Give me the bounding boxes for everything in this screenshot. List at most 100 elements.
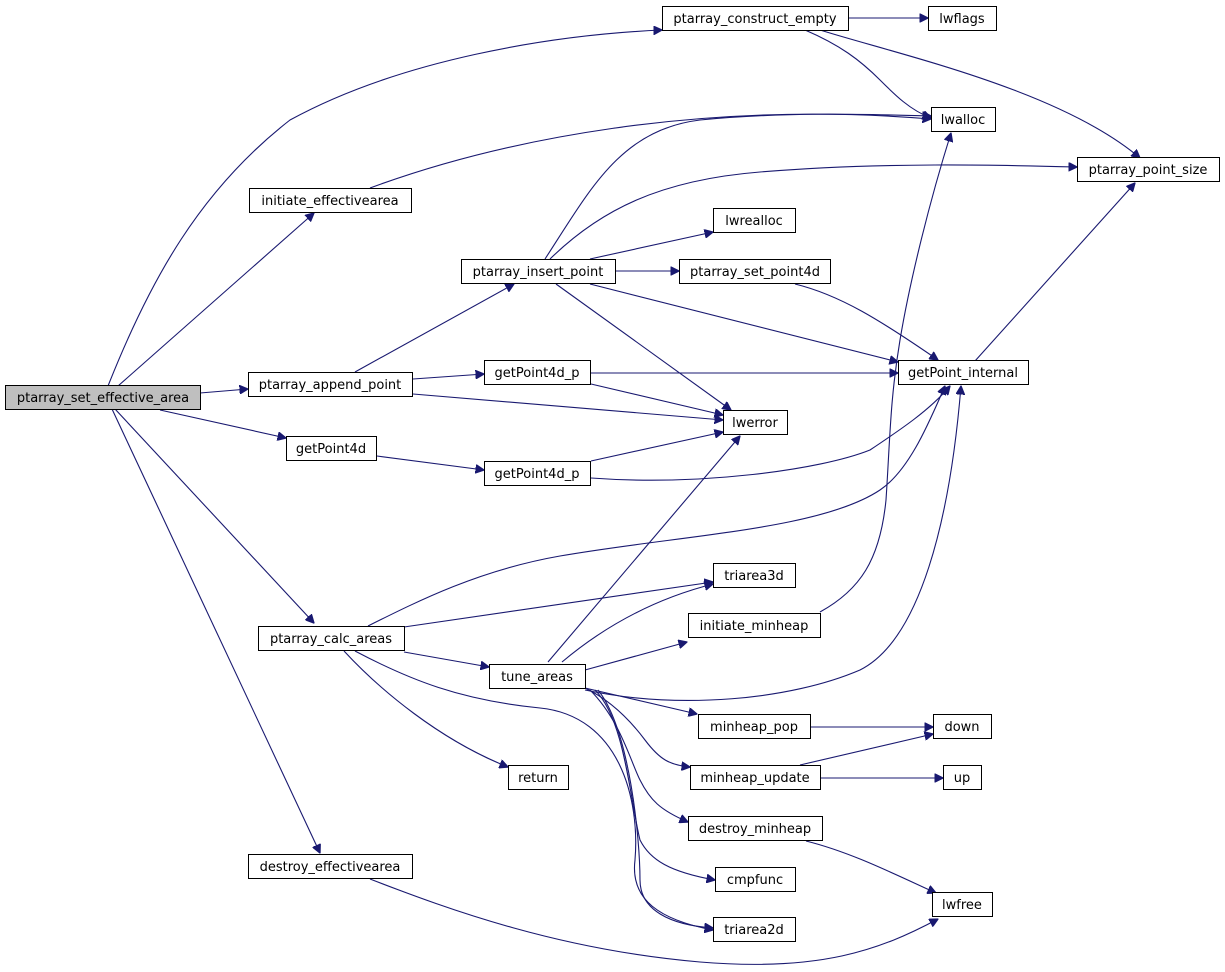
node-label: initiate_minheap bbox=[700, 619, 809, 634]
node-label: cmpfunc bbox=[727, 873, 783, 888]
edges bbox=[107, 18, 1140, 965]
edge-insert-point-to-lwerror bbox=[555, 283, 731, 410]
node-triarea2d[interactable]: triarea2d bbox=[713, 917, 796, 942]
edge-tune-areas-to-getpoint-internal bbox=[584, 386, 961, 701]
node-getpoint4d-p-upper[interactable]: getPoint4d_p bbox=[484, 360, 591, 385]
edge-insert-point-to-getpoint-internal bbox=[589, 283, 898, 362]
node-lwflags[interactable]: lwflags bbox=[928, 6, 997, 31]
node-label: ptarray_append_point bbox=[259, 378, 402, 393]
edge-insert-point-to-lwrealloc bbox=[589, 232, 713, 260]
node-lwfree[interactable]: lwfree bbox=[932, 892, 993, 917]
node-ptarray-point-size[interactable]: ptarray_point_size bbox=[1077, 157, 1220, 182]
node-label: ptarray_point_size bbox=[1089, 163, 1208, 178]
node-label: return bbox=[518, 771, 558, 786]
node-label: destroy_effectivearea bbox=[260, 860, 401, 875]
edge-calc-areas-to-return bbox=[343, 650, 508, 767]
node-label: up bbox=[954, 771, 971, 786]
node-ptarray-construct-empty[interactable]: ptarray_construct_empty bbox=[662, 6, 849, 31]
node-cmpfunc[interactable]: cmpfunc bbox=[715, 867, 796, 892]
node-minheap-update[interactable]: minheap_update bbox=[690, 765, 821, 790]
node-return[interactable]: return bbox=[508, 765, 569, 790]
node-ptarray-append-point[interactable]: ptarray_append_point bbox=[248, 372, 413, 397]
edge-tune-areas-to-lwerror bbox=[547, 436, 740, 663]
node-label: ptarray_set_point4d bbox=[690, 265, 820, 280]
node-ptarray-calc-areas[interactable]: ptarray_calc_areas bbox=[258, 626, 405, 651]
edge-calc-areas-to-tune-areas bbox=[403, 651, 489, 667]
node-up[interactable]: up bbox=[943, 765, 982, 790]
node-getpoint-internal[interactable]: getPoint_internal bbox=[898, 360, 1029, 385]
node-label: ptarray_set_effective_area bbox=[17, 391, 189, 406]
edge-set-effective-area-to-getpoint4d bbox=[159, 409, 286, 438]
node-ptarray-set-effective-area[interactable]: ptarray_set_effective_area bbox=[5, 385, 201, 410]
edge-set-effective-area-to-construct-empty bbox=[107, 30, 662, 387]
node-label: ptarray_calc_areas bbox=[270, 632, 392, 647]
node-label: lwflags bbox=[939, 12, 985, 27]
edge-initiate-effectivearea-to-lwalloc bbox=[369, 113, 931, 189]
node-label: lwrealloc bbox=[725, 214, 783, 229]
node-lwerror[interactable]: lwerror bbox=[723, 410, 788, 435]
node-getpoint4d-p-lower[interactable]: getPoint4d_p bbox=[484, 461, 591, 486]
node-triarea3d[interactable]: triarea3d bbox=[713, 563, 796, 588]
edge-initiate-minheap-to-lwalloc bbox=[819, 133, 951, 613]
node-label: minheap_update bbox=[700, 771, 809, 786]
node-tune-areas[interactable]: tune_areas bbox=[489, 664, 586, 689]
node-label: getPoint_internal bbox=[908, 366, 1018, 381]
edge-destroy-minheap-to-lwfree bbox=[805, 840, 936, 893]
node-label: getPoint4d bbox=[296, 442, 366, 457]
edge-getpoint4d-p2-to-getpoint-internal bbox=[590, 386, 950, 481]
edge-tune-areas-to-triarea3d bbox=[561, 584, 713, 663]
node-initiate-minheap[interactable]: initiate_minheap bbox=[688, 613, 821, 638]
node-label: lwerror bbox=[732, 416, 778, 431]
node-destroy-minheap[interactable]: destroy_minheap bbox=[688, 816, 823, 841]
edge-set-effective-area-to-destroy-effectivearea bbox=[111, 408, 320, 853]
edge-tune-areas-to-initiate-minheap bbox=[584, 642, 687, 671]
edge-set-effective-area-to-append-point bbox=[199, 389, 248, 393]
node-label: ptarray_construct_empty bbox=[673, 12, 836, 27]
edge-insert-point-to-point-size bbox=[549, 165, 1077, 260]
node-label: initiate_effectivearea bbox=[261, 194, 398, 209]
node-label: triarea3d bbox=[724, 569, 784, 584]
node-initiate-effectivearea[interactable]: initiate_effectivearea bbox=[249, 188, 412, 213]
edge-getpoint-internal-to-point-size bbox=[974, 183, 1135, 362]
edge-tune-areas-to-cmpfunc bbox=[594, 689, 715, 880]
edge-minheap-update-to-down bbox=[799, 734, 933, 766]
node-label: getPoint4d_p bbox=[495, 366, 580, 381]
node-label: ptarray_insert_point bbox=[473, 265, 604, 280]
node-down[interactable]: down bbox=[933, 714, 992, 739]
edge-calc-areas-to-triarea3d bbox=[403, 582, 713, 628]
edge-getpoint4d-p2-to-lwerror bbox=[590, 432, 723, 462]
edge-tune-areas-to-triarea2d bbox=[597, 689, 713, 928]
edge-construct-empty-to-point-size bbox=[819, 29, 1140, 158]
edge-append-point-to-lwerror bbox=[412, 393, 723, 420]
node-lwalloc[interactable]: lwalloc bbox=[931, 107, 996, 132]
node-label: lwalloc bbox=[941, 113, 986, 128]
edge-calc-areas-to-triarea2d bbox=[354, 650, 713, 930]
edge-tune-areas-to-minheap-pop bbox=[584, 687, 697, 714]
edge-set-effective-area-to-initiate-effectivearea bbox=[117, 213, 314, 387]
edge-append-point-to-getpoint4d-p bbox=[412, 374, 484, 380]
node-label: minheap_pop bbox=[710, 720, 798, 735]
node-lwrealloc[interactable]: lwrealloc bbox=[713, 208, 796, 233]
node-getpoint4d[interactable]: getPoint4d bbox=[286, 436, 377, 461]
edge-set-point4d-to-getpoint-internal bbox=[794, 283, 938, 360]
edge-insert-point-to-lwalloc bbox=[544, 114, 931, 260]
node-label: down bbox=[944, 720, 979, 735]
node-ptarray-set-point4d[interactable]: ptarray_set_point4d bbox=[679, 259, 831, 284]
edge-destroy-effectivearea-to-lwfree bbox=[369, 878, 938, 965]
edge-calc-areas-to-getpoint-internal bbox=[367, 386, 945, 627]
edge-construct-empty-to-lwalloc bbox=[804, 29, 931, 118]
edge-getpoint4d-to-getpoint4d-p2 bbox=[376, 455, 484, 470]
node-ptarray-insert-point[interactable]: ptarray_insert_point bbox=[461, 259, 616, 284]
node-destroy-effectivearea[interactable]: destroy_effectivearea bbox=[248, 854, 413, 879]
node-label: getPoint4d_p bbox=[495, 467, 580, 482]
edge-set-effective-area-to-calc-areas bbox=[114, 408, 314, 623]
nodes: ptarray_set_effective_area ptarray_const… bbox=[5, 6, 1220, 942]
node-label: tune_areas bbox=[501, 670, 573, 685]
edge-getpoint4d-p1-to-lwerror bbox=[590, 383, 723, 415]
node-minheap-pop[interactable]: minheap_pop bbox=[698, 714, 811, 739]
edge-append-point-to-insert-point bbox=[354, 284, 514, 373]
edge-tune-areas-to-destroy-minheap bbox=[589, 689, 688, 822]
node-label: triarea2d bbox=[724, 923, 784, 938]
node-label: destroy_minheap bbox=[699, 822, 811, 837]
